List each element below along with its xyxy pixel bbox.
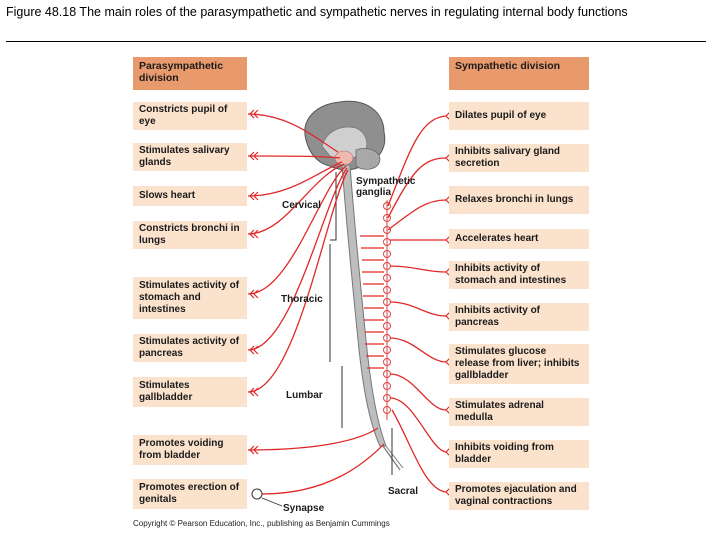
sympathetic-nerves <box>387 115 447 493</box>
symp-item-heart: Accelerates heart <box>449 229 589 249</box>
symp-item-pancreas: Inhibits activity of pancreas <box>449 303 589 331</box>
synapse-marker <box>251 488 263 500</box>
para-item-bronchi: Constricts bronchi in lungs <box>133 221 247 249</box>
synapse-label: Synapse <box>283 503 325 514</box>
spinal-cord <box>341 164 387 447</box>
symp-item-pupil: Dilates pupil of eye <box>449 102 589 130</box>
region-sacral: Sacral <box>388 486 419 497</box>
para-item-gallbladder: Stimulates gallbladder <box>133 377 247 407</box>
sympathetic-short-nerves <box>360 235 384 369</box>
parasympathetic-arrowheads <box>249 109 259 455</box>
para-item-bladder: Promotes voiding from bladder <box>133 435 247 465</box>
copyright-notice: Copyright © Pearson Education, Inc., pub… <box>133 519 390 528</box>
cervical-bracket <box>330 172 337 241</box>
region-thoracic: Thoracic <box>281 294 323 305</box>
sympathetic-ganglia-label: Sympathetic ganglia <box>356 176 416 198</box>
caption-rule <box>6 41 706 42</box>
symp-item-ejaculation: Promotes ejaculation and vaginal contrac… <box>449 482 589 510</box>
para-item-salivary: Stimulates salivary glands <box>133 143 247 171</box>
cerebellum <box>355 148 381 170</box>
sympathetic-arrowheads <box>445 111 451 497</box>
symp-item-bladder: Inhibits voiding from bladder <box>449 440 589 468</box>
para-item-pancreas: Stimulates activity of pancreas <box>133 334 247 362</box>
parasympathetic-header: Parasympathetic division <box>133 57 247 90</box>
sympathetic-header: Sympathetic division <box>449 57 589 90</box>
symp-item-adrenal: Stimulates adrenal medulla <box>449 398 589 426</box>
symp-item-bronchi: Relaxes bronchi in lungs <box>449 186 589 214</box>
symp-item-liver: Stimulates glucose release from liver; i… <box>449 344 589 384</box>
para-item-heart: Slows heart <box>133 186 247 206</box>
parasympathetic-nerves <box>247 113 385 495</box>
symp-item-stomach: Inhibits activity of stomach and intesti… <box>449 261 589 289</box>
region-cervical: Cervical <box>282 200 321 211</box>
synapse-leader <box>261 497 283 507</box>
region-lumbar: Lumbar <box>286 390 323 401</box>
figure-caption: Figure 48.18 The main roles of the paras… <box>6 5 628 19</box>
para-item-genitals: Promotes erection of genitals <box>133 479 247 509</box>
para-item-pupil: Constricts pupil of eye <box>133 102 247 130</box>
cauda-equina-2 <box>385 445 404 469</box>
para-item-stomach: Stimulates activity of stomach and intes… <box>133 277 247 319</box>
symp-item-salivary: Inhibits salivary gland secretion <box>449 144 589 172</box>
